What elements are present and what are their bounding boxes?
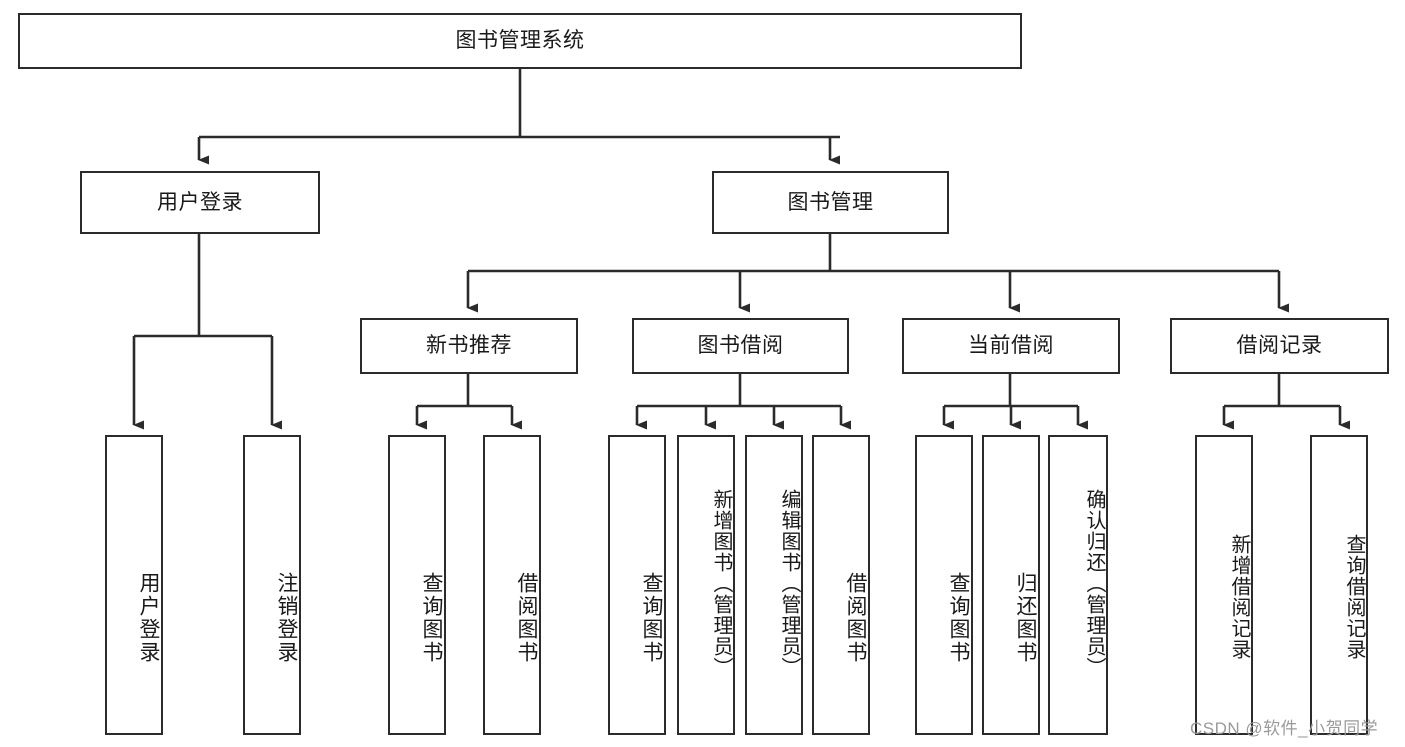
- node-new-book-recommend[interactable]: 新书推荐: [360, 318, 578, 374]
- node-book-borrow[interactable]: 图书借阅: [632, 318, 849, 374]
- node-user-login[interactable]: 用户登录: [80, 171, 320, 234]
- node-label: 图书管理系统: [455, 29, 585, 53]
- node-label: 查询借阅记录: [1343, 534, 1365, 660]
- leaf-borrow-borrow-book[interactable]: 借阅图书: [812, 435, 870, 735]
- leaf-current-confirm-return-admin[interactable]: 确认归还（管理员）: [1048, 435, 1108, 735]
- leaf-current-query-book[interactable]: 查询图书: [915, 435, 973, 735]
- node-label: 查询图书: [420, 572, 443, 664]
- node-label: 图书管理: [787, 190, 874, 214]
- node-label: 借阅图书: [844, 572, 867, 664]
- node-label: 查询图书: [947, 572, 970, 664]
- node-label: 查询图书: [640, 572, 663, 664]
- node-label: 归还图书: [1014, 572, 1037, 664]
- leaf-borrow-query-book[interactable]: 查询图书: [608, 435, 666, 735]
- node-label: 图书借阅: [697, 334, 784, 358]
- node-label: 当前借阅: [968, 334, 1054, 358]
- leaf-user-login-signout[interactable]: 注销登录: [243, 435, 301, 735]
- node-label: 新增图书（管理员）: [710, 488, 732, 678]
- node-label: 编辑图书（管理员）: [778, 488, 800, 678]
- node-label: 新书推荐: [426, 334, 512, 358]
- node-book-management[interactable]: 图书管理: [712, 171, 949, 234]
- node-current-borrow[interactable]: 当前借阅: [902, 318, 1120, 374]
- leaf-record-query-record[interactable]: 查询借阅记录: [1310, 435, 1368, 735]
- node-label: 确认归还（管理员）: [1083, 488, 1105, 678]
- node-label: 借阅图书: [515, 572, 538, 664]
- node-label: 用户登录: [137, 572, 160, 664]
- node-root[interactable]: 图书管理系统: [18, 13, 1022, 69]
- leaf-recommend-query-book[interactable]: 查询图书: [388, 435, 446, 735]
- leaf-record-add-record[interactable]: 新增借阅记录: [1195, 435, 1253, 735]
- leaf-user-login-signin[interactable]: 用户登录: [105, 435, 163, 735]
- node-label: 用户登录: [157, 190, 243, 214]
- node-label: 注销登录: [275, 572, 298, 664]
- node-label: 新增借阅记录: [1228, 534, 1250, 660]
- leaf-borrow-edit-book-admin[interactable]: 编辑图书（管理员）: [745, 435, 803, 735]
- leaf-recommend-borrow-book[interactable]: 借阅图书: [483, 435, 541, 735]
- node-label: 借阅记录: [1236, 334, 1323, 358]
- leaf-current-return-book[interactable]: 归还图书: [982, 435, 1040, 735]
- node-borrow-record[interactable]: 借阅记录: [1170, 318, 1389, 374]
- leaf-borrow-add-book-admin[interactable]: 新增图书（管理员）: [677, 435, 735, 735]
- csdn-watermark: CSDN @软件_小贺同学: [1190, 719, 1379, 738]
